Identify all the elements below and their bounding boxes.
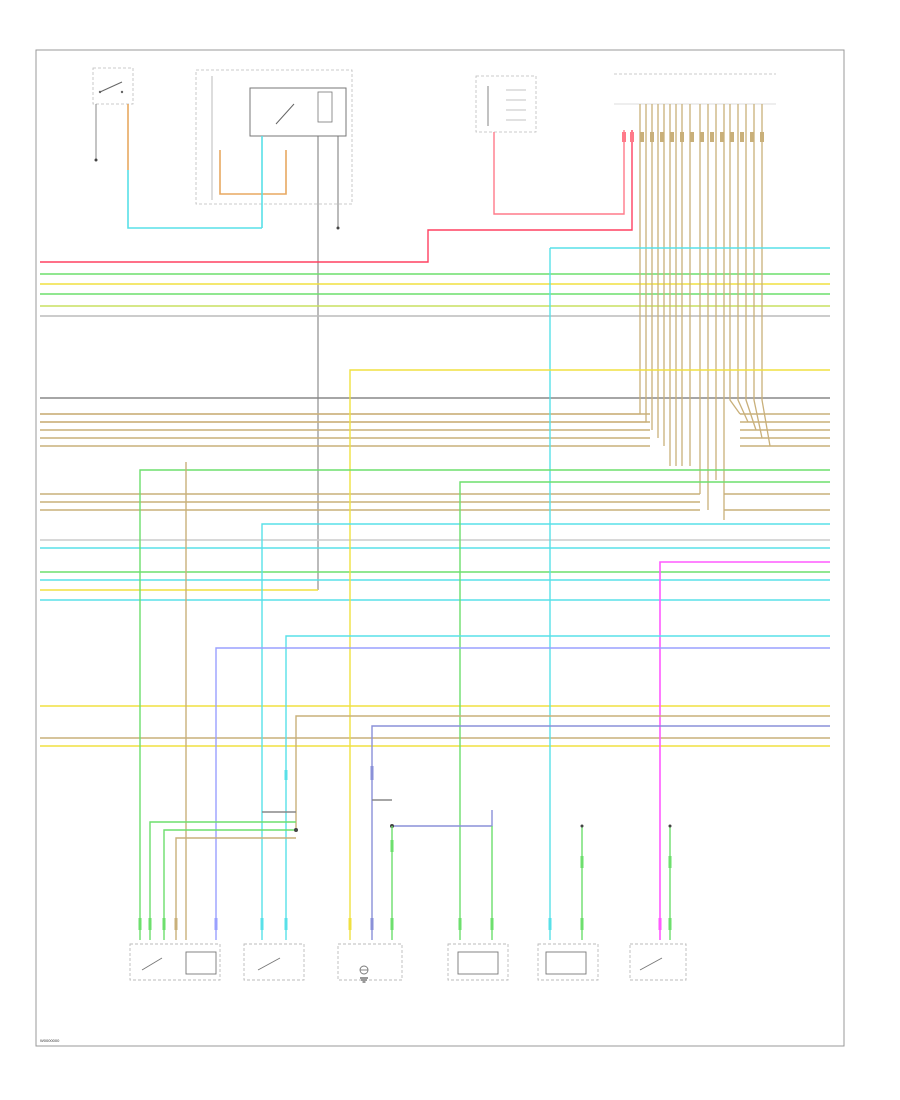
bottom-pin-markers xyxy=(138,766,672,930)
top-right-connector xyxy=(614,73,776,105)
bottom-splice-wires xyxy=(149,811,298,940)
top-left-switch-component xyxy=(92,67,134,170)
vertical-harness-bundle xyxy=(40,104,771,520)
top-middle-module xyxy=(195,69,353,590)
top-center-relay xyxy=(475,75,537,133)
horizontal-bus-wires xyxy=(40,273,830,747)
ground-symbol xyxy=(360,977,368,983)
diagram-frame xyxy=(35,49,845,1047)
vertical-drop-wires xyxy=(139,247,830,940)
center-splice-wires xyxy=(372,799,672,940)
bottom-components xyxy=(129,943,687,981)
wire-cyan-top-link xyxy=(127,170,262,229)
diagram-footer-code: W0000000 xyxy=(40,1038,60,1043)
harness-pins xyxy=(622,132,764,142)
wire-pink-top xyxy=(493,130,625,215)
wire-red-main xyxy=(40,130,633,263)
